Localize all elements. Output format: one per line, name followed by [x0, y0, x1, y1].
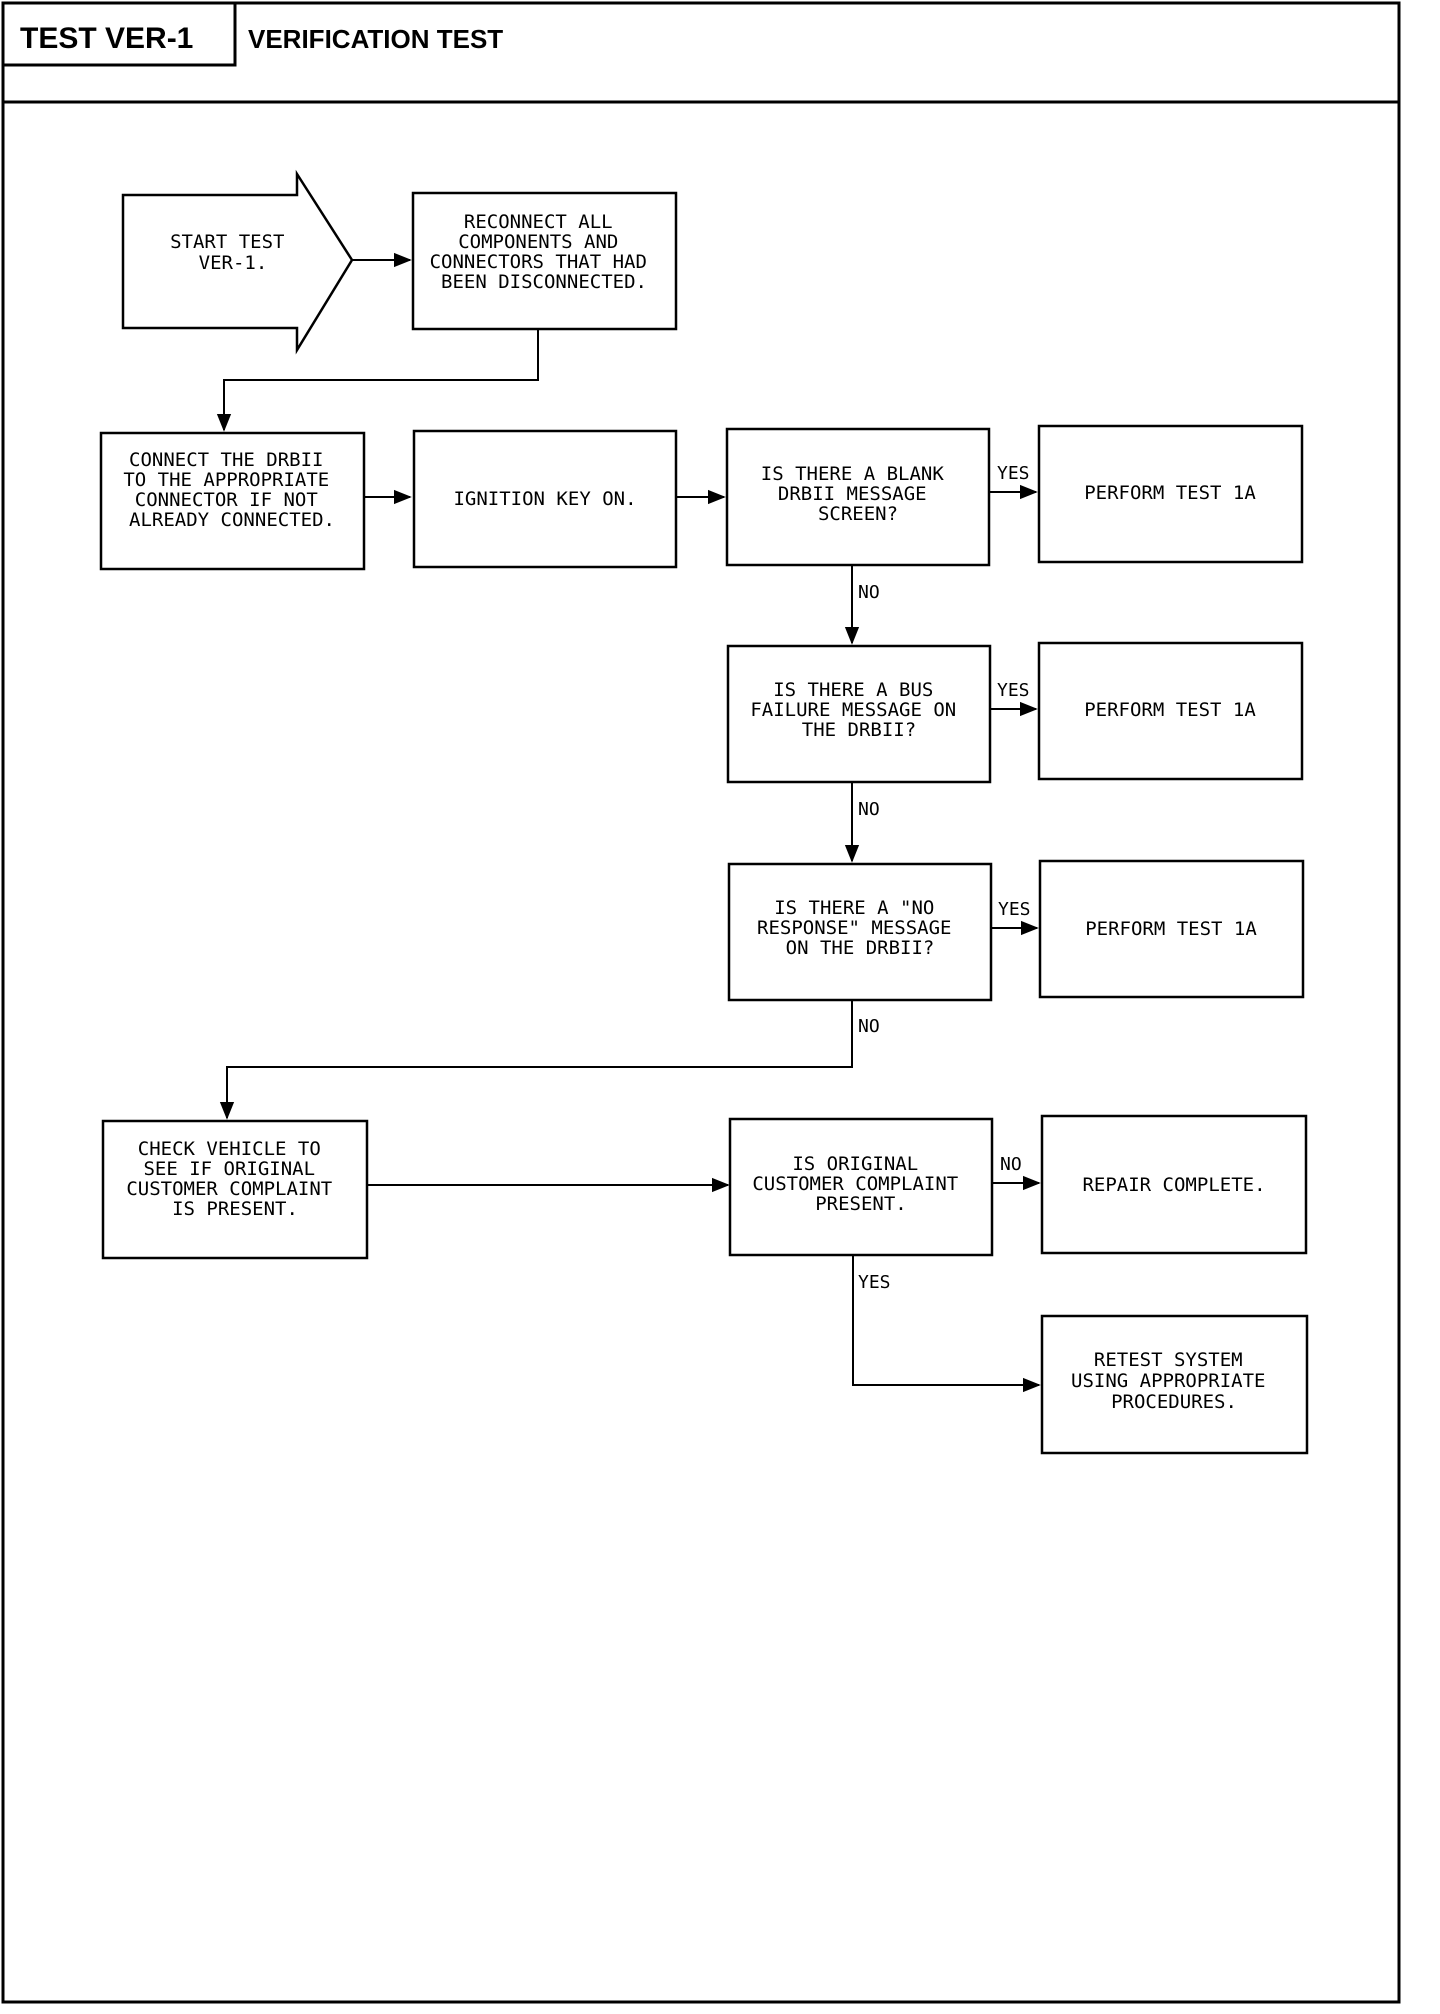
no-response-decision — [727, 862, 993, 1002]
ignition-text: IGNITION KEY ON. — [453, 488, 636, 510]
start-text: START TEST VER-1. — [170, 231, 296, 274]
perform-test-1a-text-3: PERFORM TEST 1A — [1085, 918, 1257, 940]
connectors — [216, 252, 1041, 1393]
perform-test-1a-text-1: PERFORM TEST 1A — [1084, 482, 1256, 504]
perform-test-1a-text-2: PERFORM TEST 1A — [1084, 699, 1256, 721]
blank-screen-decision — [725, 427, 991, 567]
complaint-decision — [728, 1117, 994, 1257]
repair-complete-text: REPAIR COMPLETE. — [1082, 1174, 1265, 1196]
page-border — [1, 1, 1401, 2004]
no-response-text: IS THERE A "NO RESPONSE" MESSAGE ON THE … — [757, 897, 963, 959]
test-id-box — [1, 1, 237, 67]
no-label-bus: NO — [858, 799, 880, 820]
reconnect-box — [411, 191, 678, 331]
yes-label-blank: YES — [997, 463, 1030, 484]
blank-screen-text: IS THERE A BLANK DRBII MESSAGE SCREEN? — [761, 463, 955, 525]
arrow-reconnect-to-connect — [216, 330, 539, 432]
page-title: VERIFICATION TEST — [248, 24, 503, 54]
check-vehicle-text: CHECK VEHICLE TO SEE IF ORIGINAL CUSTOME… — [126, 1138, 343, 1220]
ignition-box — [412, 429, 678, 569]
connect-drb-box — [99, 431, 366, 571]
no-label-complaint: NO — [1000, 1154, 1022, 1175]
bus-failure-decision — [726, 644, 992, 784]
retest-text: RETEST SYSTEM USING APPROPRIATE PROCEDUR… — [1071, 1349, 1277, 1413]
connect-drb-text: CONNECT THE DRBII TO THE APPROPRIATE CON… — [123, 449, 340, 531]
start-arrow-shape — [121, 169, 354, 355]
arrow-complaint-yes — [852, 1255, 1041, 1393]
perform-test-1a-box-2 — [1037, 641, 1304, 781]
perform-test-1a-box-3 — [1038, 859, 1305, 999]
perform-test-1a-box-1 — [1037, 424, 1304, 564]
reconnect-text: RECONNECT ALL COMPONENTS AND CONNECTORS … — [430, 211, 659, 293]
yes-label-bus: YES — [997, 680, 1030, 701]
check-vehicle-box — [101, 1119, 369, 1260]
complaint-text: IS ORIGINAL CUSTOMER COMPLAINT PRESENT. — [752, 1153, 969, 1215]
no-label-blank: NO — [858, 582, 880, 603]
no-label-noresp: NO — [858, 1016, 880, 1037]
arrow-noresp-no — [219, 999, 853, 1120]
repair-complete-box — [1040, 1114, 1308, 1255]
yes-label-noresp: YES — [998, 899, 1031, 920]
bus-failure-text: IS THERE A BUS FAILURE MESSAGE ON THE DR… — [750, 679, 967, 741]
yes-label-complaint: YES — [858, 1272, 891, 1293]
retest-box — [1040, 1314, 1309, 1455]
test-id-label: TEST VER-1 — [20, 22, 193, 55]
